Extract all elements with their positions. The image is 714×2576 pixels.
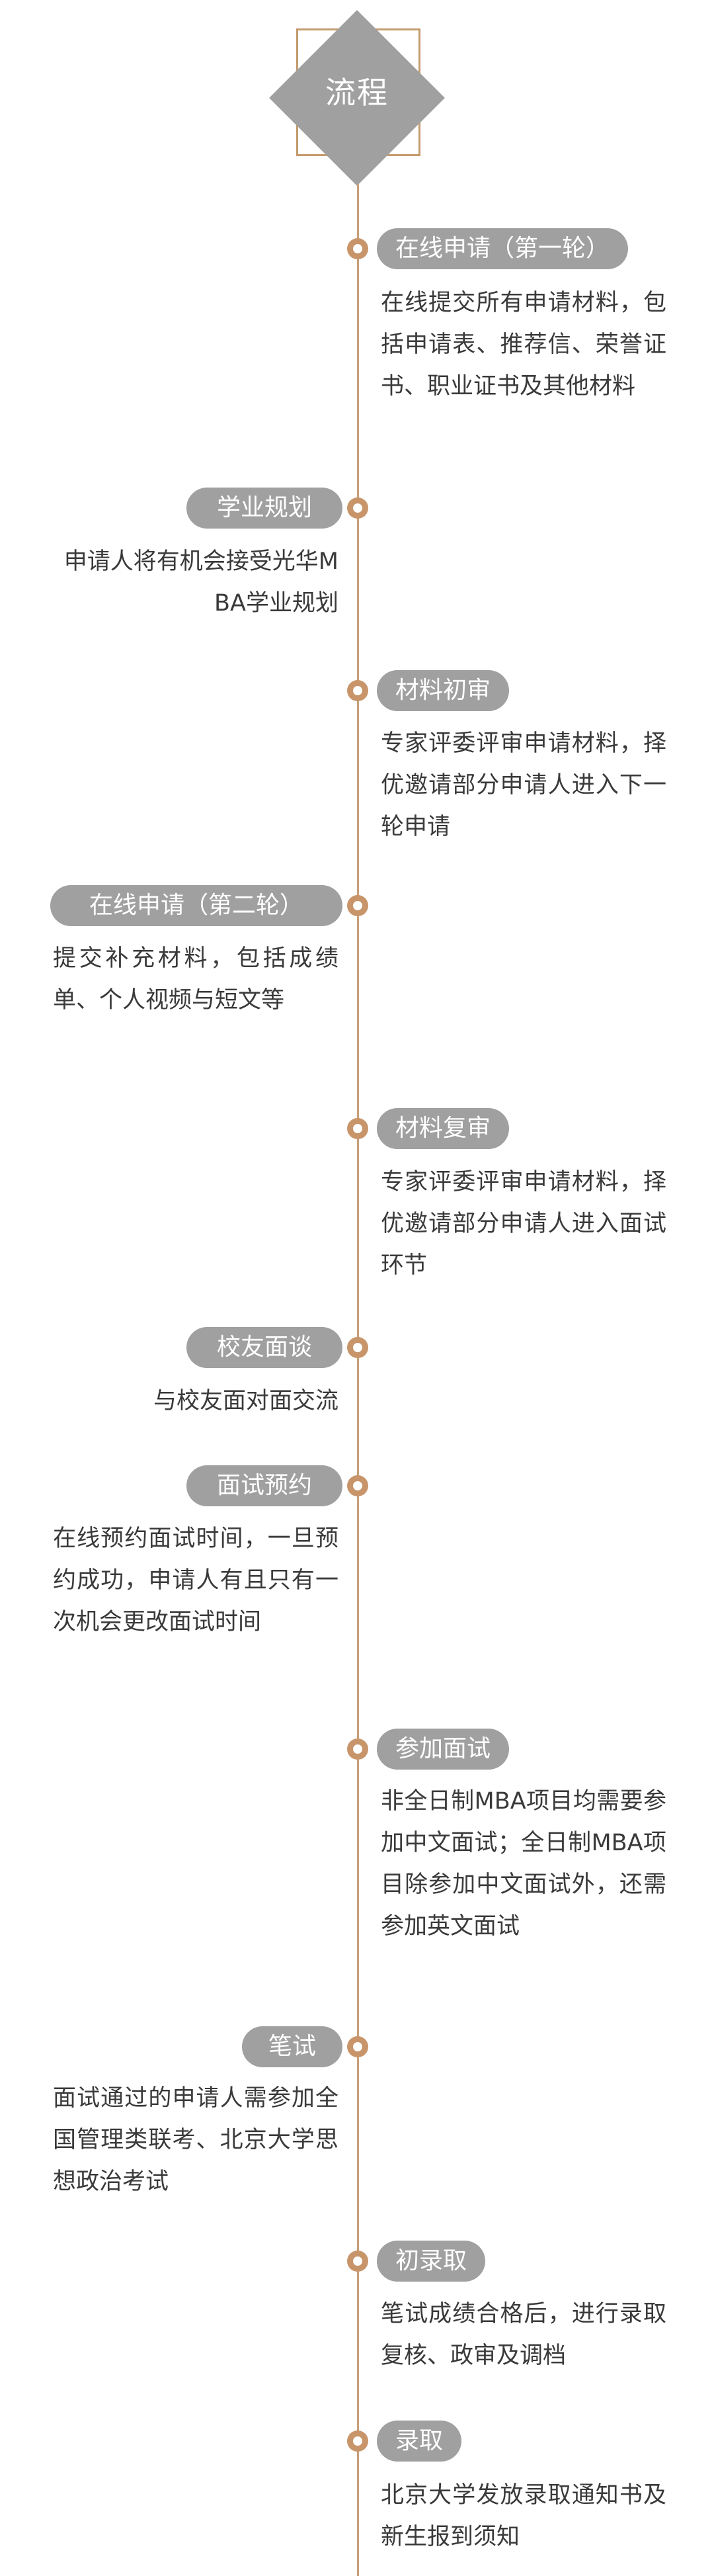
page-title: 流程 — [325, 75, 389, 110]
step-label-alumni-interview: 校友面谈 — [186, 1327, 342, 1368]
timeline-dot — [347, 680, 368, 701]
timeline-dot — [347, 2036, 368, 2057]
step-desc-preliminary-admission: 笔试成绩合格后，进行录取复核、政审及调档 — [381, 2301, 666, 2369]
step-desc-second-review: 专家评委评审申请材料，择优邀请部分申请人进入面试环节 — [381, 1169, 666, 1279]
step-label-written-exam: 笔试 — [242, 2026, 342, 2067]
timeline-dot — [347, 895, 368, 916]
step-label-second-review: 材料复审 — [377, 1108, 510, 1149]
timeline-dot — [347, 1739, 368, 1760]
step-label-online-application-1: 在线申请（第一轮） — [377, 228, 629, 269]
step-desc-initial-review: 专家评委评审申请材料，择优邀请部分申请人进入下一轮申请 — [381, 730, 666, 840]
timeline-dot — [347, 2251, 368, 2272]
timeline-dot — [347, 238, 368, 259]
step-desc-written-exam: 面试通过的申请人需参加全国管理类联考、北京大学思想政治考试 — [53, 2085, 338, 2195]
timeline-dot — [347, 1475, 368, 1496]
step-desc-alumni-interview: 与校友面对面交流 — [153, 1388, 338, 1414]
step-label-online-application-2: 在线申请（第二轮） — [50, 885, 342, 926]
step-desc-online-application-1: 在线提交所有申请材料，包括申请表、推荐信、荣誉证书、职业证书及其他材料 — [381, 290, 666, 400]
timeline-line — [357, 184, 359, 2576]
timeline-dot — [347, 1337, 368, 1358]
step-desc-online-application-2: 提交补充材料，包括成绩单、个人视频与短文等 — [53, 945, 338, 1013]
step-desc-academic-planning: 申请人将有机会接受光华MBA学业规划 — [63, 548, 338, 617]
timeline-dot — [347, 497, 368, 519]
step-label-attend-interview: 参加面试 — [377, 1729, 510, 1770]
step-desc-admission: 北京大学发放录取通知书及新生报到须知 — [381, 2482, 666, 2550]
step-label-preliminary-admission: 初录取 — [377, 2241, 486, 2282]
step-label-interview-booking: 面试预约 — [186, 1465, 342, 1506]
step-desc-interview-booking: 在线预约面试时间，一旦预约成功，申请人有且只有一次机会更改面试时间 — [53, 1525, 338, 1635]
step-label-admission: 录取 — [377, 2421, 462, 2462]
step-desc-attend-interview: 非全日制MBA项目均需要参加中文面试；全日制MBA项目除参加中文面试外，还需参加… — [381, 1788, 666, 1940]
step-label-initial-review: 材料初审 — [377, 670, 510, 711]
timeline-dot — [347, 1118, 368, 1139]
step-label-academic-planning: 学业规划 — [186, 488, 342, 529]
timeline-dot — [347, 2430, 368, 2452]
